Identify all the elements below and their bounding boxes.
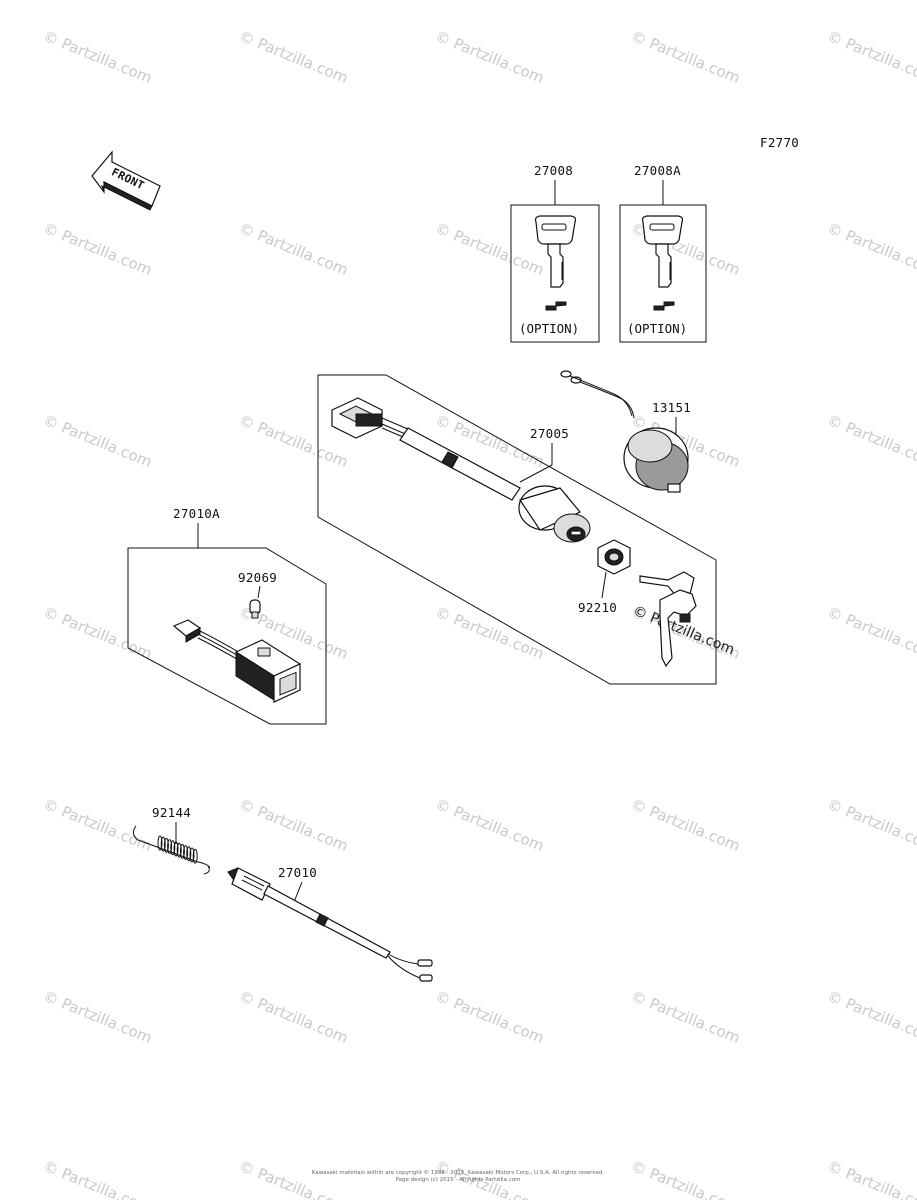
spring-coil	[189, 847, 195, 863]
watermark: © Partzilla.com	[41, 411, 155, 471]
spring-coil	[160, 836, 166, 852]
ignition-switch-group[interactable]: 27005 13151	[317, 370, 717, 685]
spring-coil	[183, 845, 189, 861]
spring-coil	[157, 835, 163, 851]
watermark: © Partzilla.com	[41, 1157, 155, 1200]
watermark: © Partzilla.com	[629, 795, 743, 855]
part-label-92069[interactable]: 92069	[238, 570, 277, 585]
spring-icon	[132, 825, 211, 875]
watermark: © Partzilla.com	[629, 27, 743, 87]
key-blank-a-group[interactable]: 27008A (OPTION)	[619, 163, 707, 343]
part-label-92144[interactable]: 92144	[152, 805, 191, 820]
spring-coil	[163, 837, 169, 853]
option-label-27008a: (OPTION)	[627, 321, 687, 336]
spring-coil	[179, 843, 185, 859]
bulb-icon	[249, 599, 261, 619]
watermark: © Partzilla.com	[433, 219, 547, 279]
watermark: © Partzilla.com	[433, 27, 547, 87]
watermark: © Partzilla.com	[825, 27, 917, 87]
watermark: © Partzilla.com	[433, 987, 547, 1047]
watermark: © Partzilla.com	[629, 987, 743, 1047]
watermark: © Partzilla.com	[825, 603, 917, 663]
nut-icon	[597, 539, 631, 575]
watermark: © Partzilla.com	[237, 987, 351, 1047]
option-label-27008: (OPTION)	[519, 321, 579, 336]
part-label-27010a[interactable]: 27010A	[173, 506, 220, 521]
watermark: © Partzilla.com	[237, 795, 351, 855]
watermark: © Partzilla.com	[629, 1157, 743, 1200]
part-label-27008[interactable]: 27008	[534, 163, 573, 178]
watermark: © Partzilla.com	[41, 27, 155, 87]
spring-group[interactable]: 92144	[132, 805, 211, 875]
switch-cable-icon	[227, 867, 433, 982]
watermark: © Partzilla.com	[825, 1157, 917, 1200]
key-blank-icon	[534, 215, 577, 311]
spring-coil	[176, 842, 182, 858]
key-blank-a-icon	[641, 215, 684, 311]
watermark: © Partzilla.com	[825, 987, 917, 1047]
watermark: © Partzilla.com	[41, 603, 155, 663]
switch-unit-icon	[172, 619, 302, 703]
part-label-27010[interactable]: 27010	[278, 865, 317, 880]
watermark: © Partzilla.com	[825, 411, 917, 471]
watermark: © Partzilla.com	[237, 1157, 351, 1200]
watermark: © Partzilla.com	[41, 795, 155, 855]
watermark: © Partzilla.com	[433, 603, 547, 663]
ignition-keys-icon	[639, 571, 697, 668]
switch-cable-group[interactable]: 27010	[227, 865, 433, 982]
part-label-27008a[interactable]: 27008A	[634, 163, 681, 178]
copyright-line-1: Kawasaki materials within are copyright …	[312, 1169, 605, 1176]
part-label-13151[interactable]: 13151	[652, 400, 691, 415]
part-label-27005[interactable]: 27005	[530, 426, 569, 441]
watermark: © Partzilla.com	[237, 27, 351, 87]
watermark: © Partzilla.com	[41, 219, 155, 279]
watermark: © Partzilla.com	[825, 795, 917, 855]
spring-coil	[186, 846, 192, 862]
ignition-switch-icon	[331, 397, 591, 543]
copyright-line-2: Page design (c) 2015 - All rights Partzi…	[396, 1177, 521, 1183]
spring-coil	[192, 848, 198, 864]
watermark: © Partzilla.com	[41, 987, 155, 1047]
watermark-layer: © Partzilla.com © Partzilla.com © Partzill…	[41, 27, 917, 1200]
key-blank-group[interactable]: 27008 (OPTION)	[510, 163, 600, 343]
switch-assembly-group[interactable]: 27010A 92069	[127, 506, 327, 725]
spring-coil	[170, 840, 176, 856]
watermark: © Partzilla.com	[237, 219, 351, 279]
part-label-92210[interactable]: 92210	[578, 600, 617, 615]
front-arrow-icon: FRONT	[91, 150, 161, 211]
lamp-switch-icon	[560, 370, 689, 493]
watermark: © Partzilla.com	[825, 219, 917, 279]
figure-code: F2770	[760, 135, 799, 150]
spring-coil	[173, 841, 179, 857]
spring-coil	[167, 839, 173, 855]
watermark: © Partzilla.com	[433, 795, 547, 855]
